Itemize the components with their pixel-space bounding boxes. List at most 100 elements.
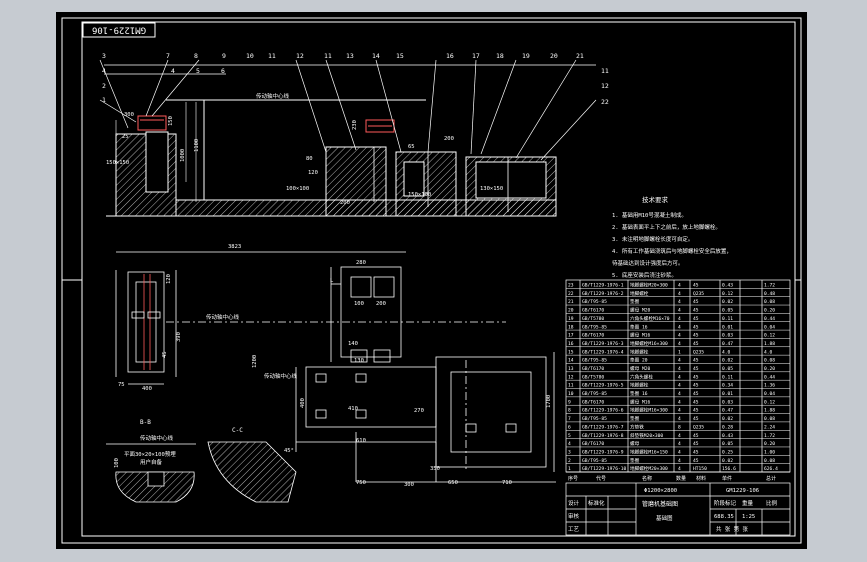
bom-cell-qty: 8 (678, 424, 681, 430)
balloon-15: 15 (396, 52, 404, 60)
bom-cell-code: GB/T1229-1976-9 (582, 449, 624, 455)
bom-cell-name: 地脚螺栓M16×300 (630, 407, 668, 414)
balloon-4r: 4 (171, 67, 175, 75)
plan-dim-1700: 1700 (546, 395, 552, 408)
bom-cell-total: 0.44 (764, 374, 775, 380)
section-bb-note-1: 平面30×20×100预埋 (124, 450, 176, 458)
bom-cell-name: 地脚螺栓M20×300 (630, 282, 668, 289)
title-block: Φ1200×2800 GM1229-106 管磨机基础图 基础图 688.35 … (565, 482, 791, 536)
bom-cell-code: GB/T1229-1976-6 (582, 408, 624, 414)
plan-dim-140: 140 (348, 341, 358, 347)
bom-cell-qty: 4 (678, 324, 681, 330)
notes-title: 技术要求 (642, 195, 669, 204)
bom-cell-no: 23 (568, 283, 574, 289)
bom-cell-wt: 0.25 (722, 449, 733, 455)
bom-cell-wt: 4.0 (722, 349, 731, 355)
plan-dim-400: 400 (142, 386, 152, 392)
left-bearing-seat (137, 115, 167, 131)
bom-cell-code: GB/T95-85 (582, 299, 607, 305)
elev-centerline-label: 传动轴中心线 (256, 92, 290, 100)
bom-cell-no: 1 (568, 466, 571, 472)
plan-view (115, 251, 556, 483)
bom-cell-wt: 0.47 (722, 341, 733, 347)
rotated-drawing-number-box: GM1229-106 (82, 22, 156, 38)
elev-dim-200: 200 (444, 136, 454, 142)
bom-cell-code: GB/T95-85 (582, 324, 607, 330)
bom-header-no: 序号 (568, 475, 578, 482)
bom-cell-wt: 0.34 (722, 383, 733, 389)
inner-border (81, 21, 796, 537)
bom-cell-qty: 4 (678, 374, 681, 380)
bom-cell-mat: 45 (693, 366, 699, 372)
bom-cell-mat: 45 (693, 458, 699, 464)
bom-cell-qty: 4 (678, 283, 681, 289)
elev-dim-120: 120 (308, 170, 318, 176)
bom-cell-name: 六角头螺栓 (630, 373, 653, 380)
balloon-22: 22 (601, 98, 609, 106)
bom-cell-total: 0.04 (764, 391, 775, 397)
bom-header-total: 总计 (766, 475, 776, 482)
bom-cell-total: 0.20 (764, 308, 775, 314)
plan-section-mark: L (330, 278, 334, 284)
elevation-view (99, 59, 597, 217)
bom-cell-no: 15 (568, 349, 574, 355)
bom-cell-name: 六角头螺栓M16×70 (630, 315, 670, 322)
bom-cell-no: 3 (568, 449, 571, 455)
bom-cell-mat: 45 (693, 441, 699, 447)
bom-header-mat: 材料 (696, 475, 706, 482)
bom-cell-total: 0.12 (764, 333, 775, 339)
bom-cell-code: GB/T1229-1976-3 (582, 341, 624, 347)
bom-cell-total: 0.08 (764, 416, 775, 422)
bom-cell-code: GB/T6170 (582, 441, 604, 447)
bom-cell-name: 垫圈 20 (630, 357, 648, 364)
bom-cell-total: 2.24 (764, 424, 775, 430)
rotated-drawing-number: GM1229-106 (92, 25, 146, 35)
bom-cell-code: GB/T1229-1976-7 (582, 424, 624, 430)
elev-dim-150x150: 150×150 (106, 160, 129, 166)
balloon-14: 14 (372, 52, 380, 60)
bom-cell-wt: 0.02 (722, 299, 733, 305)
plan-dim-280: 280 (356, 260, 366, 266)
balloon-11r: 11 (601, 67, 609, 75)
plan-dim-200: 200 (376, 301, 386, 307)
balloon-4: 4 (102, 67, 106, 75)
bom-cell-total: 0.48 (764, 291, 775, 297)
bom-cell-total: 0.20 (764, 366, 775, 372)
bom-cell-no: 6 (568, 424, 571, 430)
bom-cell-no: 17 (568, 333, 574, 339)
mid-foundation-block (325, 146, 387, 217)
bom-cell-name: 垫圈 (630, 298, 640, 305)
note-5: 待基础达到设计强度后方可。 (612, 259, 684, 267)
plan-mid-base (340, 266, 402, 358)
bom-cell-total: 0.20 (764, 441, 775, 447)
balloon-6r: 6 (221, 67, 225, 75)
balloon-numbers: 7 8 9 10 11 12 11 13 14 15 16 17 18 19 2… (102, 52, 609, 106)
bom-cell-total: 1.36 (764, 383, 775, 389)
balloon-1: 1 (102, 96, 106, 104)
tb-sheet: 共 张 第 张 (716, 525, 748, 533)
bom-cell-qty: 4 (678, 316, 681, 322)
bom-cell-name: 地脚螺栓M20×300 (630, 465, 668, 472)
bom-cell-code: GB/T1229-1976-4 (582, 349, 624, 355)
cad-drawing: GM1229-106 (61, 17, 802, 544)
tb-misc-scale: 比例 (766, 499, 778, 507)
bom-cell-name: 地脚螺栓 (630, 348, 649, 355)
section-cc-shape (207, 441, 297, 503)
balloon-9: 9 (222, 52, 226, 60)
bom-cell-qty: 4 (678, 333, 681, 339)
plan-dim-75: 75 (118, 382, 125, 388)
bom-cell-qty: 4 (678, 408, 681, 414)
bom-cell-wt: 0.01 (722, 391, 733, 397)
tb-subtitle: 基础图 (656, 514, 673, 522)
balloon-10: 10 (246, 52, 254, 60)
elev-dim-130x150: 130×150 (480, 186, 503, 192)
section-cc-dim: 45° (284, 448, 294, 454)
bom-cell-name: 垫圈 (630, 457, 640, 464)
bom-cell-name: 垫圈 16 (630, 323, 648, 330)
balloon-19: 19 (522, 52, 530, 60)
elev-dim-1100: 1100 (194, 139, 200, 152)
bom-cell-qty: 4 (678, 433, 681, 439)
bom-cell-qty: 4 (678, 291, 681, 297)
bom-cell-no: 20 (568, 308, 574, 314)
